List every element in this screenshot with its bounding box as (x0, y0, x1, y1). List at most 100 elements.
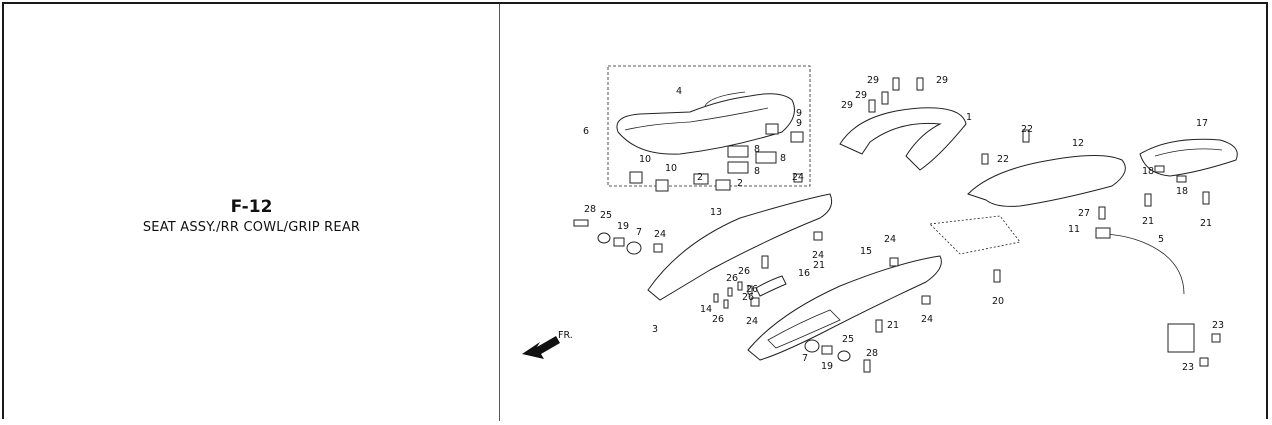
callout-7: 7 (802, 353, 808, 364)
part-2b (715, 179, 731, 191)
bolt-28a (573, 219, 589, 227)
callout-11: 11 (1068, 224, 1080, 235)
callout-29: 29 (867, 75, 879, 86)
callout-26: 26 (726, 273, 738, 284)
callout-5: 5 (1158, 234, 1164, 245)
bracket-16 (755, 275, 787, 297)
collar-19a (613, 237, 625, 247)
callout-4: 4 (676, 86, 682, 97)
part-24c (653, 243, 663, 253)
callout-14: 14 (700, 304, 712, 315)
callout-24: 24 (792, 172, 804, 183)
washer-25a (597, 232, 611, 244)
part-18a (1154, 165, 1165, 173)
part-10a (629, 171, 643, 184)
callout-29: 29 (855, 90, 867, 101)
callout-19: 19 (617, 221, 629, 232)
part-24d (889, 257, 899, 267)
front-direction-arrow (522, 336, 560, 359)
callout-24: 24 (654, 229, 666, 240)
bolt-22a (1022, 129, 1030, 143)
bolt-29a (892, 77, 900, 91)
callout-26: 26 (742, 292, 754, 303)
bolt-27 (1098, 206, 1106, 220)
diagram-title: SEAT ASSY./RR COWL/GRIP REAR (142, 220, 361, 235)
callout-27: 27 (1078, 208, 1090, 219)
callout-8: 8 (780, 153, 786, 164)
bolt-21c (761, 255, 769, 269)
callout-28: 28 (584, 204, 596, 215)
screw-26c (713, 293, 719, 303)
callout-6: 6 (583, 126, 589, 137)
part-8a (727, 145, 749, 158)
part-24f (750, 297, 760, 307)
part-24e (921, 295, 931, 305)
bolt-23a (1211, 333, 1221, 343)
callout-21: 21 (1200, 218, 1212, 229)
callout-2: 2 (737, 178, 743, 189)
callout-20: 20 (992, 296, 1004, 307)
screw-26b (727, 287, 733, 297)
callout-8: 8 (754, 166, 760, 177)
bolt-29c (868, 99, 876, 113)
callout-22: 22 (997, 154, 1009, 165)
bolt-21b (1202, 191, 1210, 205)
latch-part-3 (1167, 323, 1195, 353)
rear-cowl-part (929, 155, 1126, 255)
exploded-view: FR. 122345677888991010111213141516171818… (522, 65, 1238, 373)
info-panel: F-12 SEAT ASSY./RR COWL/GRIP REAR (4, 4, 499, 421)
callout-26: 26 (712, 314, 724, 325)
side-cowl-15 (747, 255, 942, 361)
bolt-23b (1199, 357, 1209, 367)
grip-rear-part (839, 107, 967, 171)
callout-23: 23 (1182, 362, 1194, 373)
part-11 (1095, 227, 1111, 239)
part-9b (790, 131, 804, 143)
grommet-7a (626, 241, 642, 255)
seat-assy-box (607, 65, 811, 187)
callout-24: 24 (746, 316, 758, 327)
callout-8: 8 (754, 144, 760, 155)
callout-10: 10 (639, 154, 651, 165)
callout-19: 19 (821, 361, 833, 372)
bolt-20 (993, 269, 1001, 283)
callout-10: 10 (665, 163, 677, 174)
callout-24: 24 (884, 234, 896, 245)
callout-9: 9 (796, 118, 802, 129)
callout-18: 18 (1142, 166, 1154, 177)
callout-21: 21 (1142, 216, 1154, 227)
callout-26: 26 (738, 266, 750, 277)
callout-21: 21 (813, 260, 825, 271)
callout-23: 23 (1212, 320, 1224, 331)
callout-22: 22 (1021, 124, 1033, 135)
page-frame (2, 2, 1268, 419)
side-cowl-13 (647, 193, 833, 301)
bolt-28b (863, 359, 871, 373)
screw-26d (723, 299, 729, 309)
callout-15: 15 (860, 246, 872, 257)
diagram-code: F-12 (230, 197, 273, 217)
washer-25b (837, 350, 851, 362)
callout-25: 25 (842, 334, 854, 345)
callout-18: 18 (1176, 186, 1188, 197)
part-8c (727, 161, 749, 174)
collar-19b (821, 345, 833, 355)
bolt-22b (981, 153, 989, 165)
direction-label: FR. (558, 330, 573, 341)
seat-part (616, 91, 795, 155)
callout-24: 24 (812, 250, 824, 261)
callout-24: 24 (921, 314, 933, 325)
callout-25: 25 (600, 210, 612, 221)
seat-cable (1103, 233, 1185, 295)
callout-3: 3 (652, 324, 658, 335)
bolt-21d (875, 319, 883, 333)
part-18b (1176, 175, 1187, 183)
callout-16: 16 (798, 268, 810, 279)
part-24a (793, 173, 803, 183)
part-10b (655, 179, 669, 192)
part-9a (765, 123, 779, 135)
part-8b (755, 151, 777, 164)
callout-12: 12 (1072, 138, 1084, 149)
panel-divider (499, 4, 500, 421)
